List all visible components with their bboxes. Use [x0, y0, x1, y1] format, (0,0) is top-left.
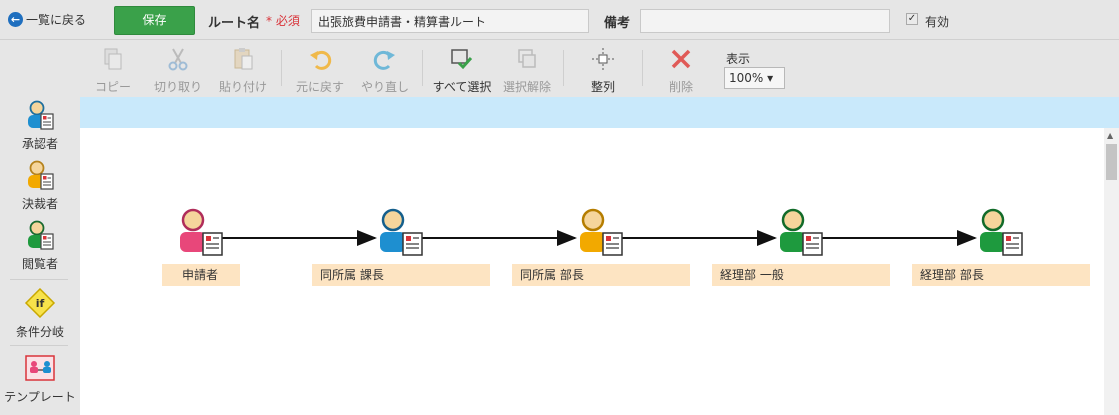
- arrow-left-icon: ←: [8, 12, 23, 27]
- palette-approver[interactable]: 承認者: [0, 100, 80, 152]
- node-palette-sidebar: 承認者 決裁者 閲覧者 if 条件分岐: [0, 97, 80, 415]
- palette-viewer-label: 閲覧者: [21, 257, 58, 271]
- paste-label: 貼り付け: [218, 80, 267, 94]
- approver-user-icon: [28, 100, 54, 130]
- align-label: 整列: [590, 80, 615, 94]
- zoom-label: 表示: [726, 52, 751, 66]
- flow-node-label[interactable]: 経理部 一般: [712, 264, 890, 286]
- palette-decider[interactable]: 決裁者: [0, 160, 80, 212]
- zoom-select[interactable]: 100% ▾: [724, 67, 785, 89]
- scroll-up-arrow-icon[interactable]: ▲: [1107, 131, 1114, 140]
- deselect-icon: [518, 49, 536, 68]
- flow-canvas[interactable]: 申請者 同所属 課長同所属 部長経理部 一般経理部 部長: [80, 128, 1104, 415]
- valid-label: 有効: [925, 15, 950, 29]
- notes-input[interactable]: [640, 9, 890, 33]
- toolbar-divider: [422, 50, 423, 86]
- svg-text:if: if: [36, 297, 45, 310]
- undo-button[interactable]: 元に戻す: [293, 46, 347, 95]
- palette-template-label: テンプレート: [4, 390, 76, 404]
- flow-node-label[interactable]: 同所属 課長: [312, 264, 490, 286]
- toolbar-divider: [563, 50, 564, 86]
- if-diamond-icon: if: [24, 287, 56, 319]
- route-name-label: ルート名: [208, 16, 261, 31]
- redo-button[interactable]: やり直し: [358, 46, 412, 95]
- flow-node-label[interactable]: 同所属 部長: [512, 264, 690, 286]
- back-to-list-link[interactable]: ← 一覧に戻る: [8, 11, 86, 28]
- redo-label: やり直し: [360, 80, 409, 94]
- delete-label: 削除: [668, 80, 693, 94]
- scrollbar-thumb[interactable]: [1106, 144, 1117, 180]
- cut-button[interactable]: 切り取り: [150, 46, 206, 95]
- toolbar-divider: [281, 50, 282, 86]
- flow-node-applicant-icon[interactable]: [180, 208, 223, 256]
- scissors-icon: [168, 48, 188, 71]
- align-icon: [592, 48, 614, 70]
- undo-label: 元に戻す: [295, 80, 344, 94]
- toolbar-divider: [642, 50, 643, 86]
- cut-label: 切り取り: [153, 80, 202, 94]
- align-button[interactable]: 整列: [583, 46, 623, 95]
- select-all-button[interactable]: すべて選択: [430, 46, 494, 95]
- sidebar-divider: [10, 279, 68, 280]
- deselect-button[interactable]: 選択解除: [500, 46, 554, 95]
- template-icon: [25, 355, 55, 381]
- viewer-user-icon: [28, 220, 54, 250]
- flow-node-label[interactable]: 経理部 部長: [912, 264, 1090, 286]
- valid-checkbox[interactable]: ✓: [906, 13, 918, 25]
- canvas-vertical-scrollbar[interactable]: ▲: [1104, 128, 1119, 415]
- delete-button[interactable]: 削除: [661, 46, 701, 95]
- palette-viewer[interactable]: 閲覧者: [0, 220, 80, 272]
- editor-toolbar: コピー 切り取り 貼り付け 元に戻す やり直し: [0, 40, 1119, 97]
- paste-button[interactable]: 貼り付け: [216, 46, 270, 95]
- palette-approver-label: 承認者: [21, 137, 58, 151]
- copy-button[interactable]: コピー: [92, 46, 134, 95]
- undo-icon: [310, 50, 332, 70]
- sidebar-divider: [10, 345, 68, 346]
- flow-node-label[interactable]: 申請者: [162, 264, 240, 286]
- notes-label: 備考: [604, 16, 631, 31]
- flow-node-viewer-icon[interactable]: [780, 208, 823, 256]
- canvas-header-band: [80, 97, 1119, 128]
- redo-icon: [373, 50, 395, 70]
- palette-condition[interactable]: if 条件分岐: [0, 287, 80, 340]
- flow-node-decider-icon[interactable]: [580, 208, 623, 256]
- back-to-list-label: 一覧に戻る: [26, 13, 87, 27]
- route-name-input[interactable]: [311, 9, 589, 33]
- copy-label: コピー: [94, 80, 131, 94]
- flow-node-approver-icon[interactable]: [380, 208, 423, 256]
- palette-condition-label: 条件分岐: [15, 325, 64, 339]
- deselect-label: 選択解除: [502, 80, 551, 94]
- palette-decider-label: 決裁者: [21, 197, 58, 211]
- required-mark: * 必須: [266, 14, 300, 28]
- delete-x-icon: [671, 49, 691, 69]
- paste-icon: [234, 48, 253, 70]
- save-button[interactable]: 保存: [114, 6, 195, 35]
- select-all-label: すべて選択: [432, 80, 492, 94]
- route-editor-header: ← 一覧に戻る 保存 ルート名 * 必須 備考 ✓ 有効: [0, 0, 1119, 40]
- flow-diagram: [180, 208, 1023, 256]
- flow-node-viewer-icon[interactable]: [980, 208, 1023, 256]
- decider-user-icon: [28, 160, 54, 190]
- select-all-icon: [451, 49, 473, 70]
- copy-icon: [104, 48, 122, 70]
- palette-template[interactable]: テンプレート: [0, 353, 80, 405]
